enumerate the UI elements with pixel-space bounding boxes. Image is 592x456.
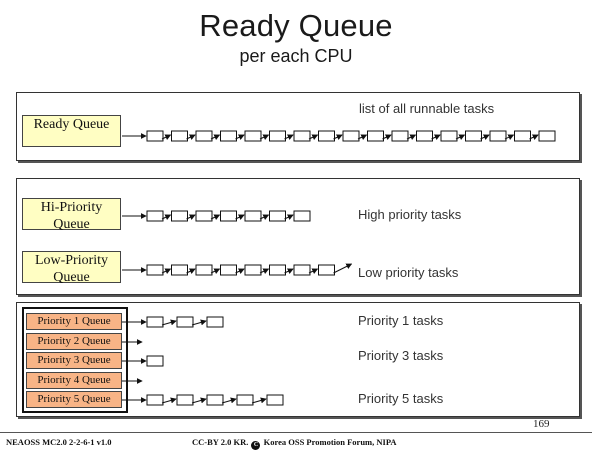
- ready-queue-label: Ready Queue: [33, 117, 110, 132]
- priority-2-queue-box: Priority 2 Queue: [26, 333, 122, 350]
- copyleft-icon: C: [251, 441, 261, 450]
- low-priority-queue-box: Low-Priority Queue: [22, 251, 121, 285]
- priority-4-queue-box: Priority 4 Queue: [26, 372, 122, 389]
- footer-divider: [0, 432, 592, 433]
- footer-right: CC-BY 2.0 KR. C Korea OSS Promotion Foru…: [192, 437, 397, 450]
- low-priority-queue-label: Low-Priority Queue: [34, 253, 109, 285]
- all-runnable-tasks-label: list of all runnable tasks: [359, 101, 495, 116]
- priority-1-queue-box: Priority 1 Queue: [26, 313, 122, 330]
- priority-3-tasks-label: Priority 3 tasks: [358, 348, 444, 363]
- priority-3-queue-box: Priority 3 Queue: [26, 352, 122, 369]
- priority-5-tasks-label: Priority 5 tasks: [358, 391, 444, 406]
- ready-queue-box: Ready Queue: [22, 115, 121, 147]
- priority-1-tasks-label: Priority 1 tasks: [358, 313, 444, 328]
- page-subtitle: per each CPU: [239, 46, 353, 66]
- hi-priority-queue-box: Hi-Priority Queue: [22, 198, 121, 232]
- footer-left: NEAOSS MC2.0 2-2-6-1 v1.0: [6, 437, 112, 447]
- page-title: Ready Queue: [199, 8, 393, 43]
- page-number: 169: [533, 418, 550, 430]
- hi-priority-queue-label: Hi-Priority Queue: [40, 200, 103, 232]
- priority-5-queue-box: Priority 5 Queue: [26, 391, 122, 408]
- license-label: CC-BY 2.0 KR.: [192, 437, 249, 447]
- low-priority-tasks-label: Low priority tasks: [358, 265, 459, 280]
- high-priority-tasks-label: High priority tasks: [358, 207, 462, 222]
- organization-label: Korea OSS Promotion Forum, NIPA: [263, 437, 397, 447]
